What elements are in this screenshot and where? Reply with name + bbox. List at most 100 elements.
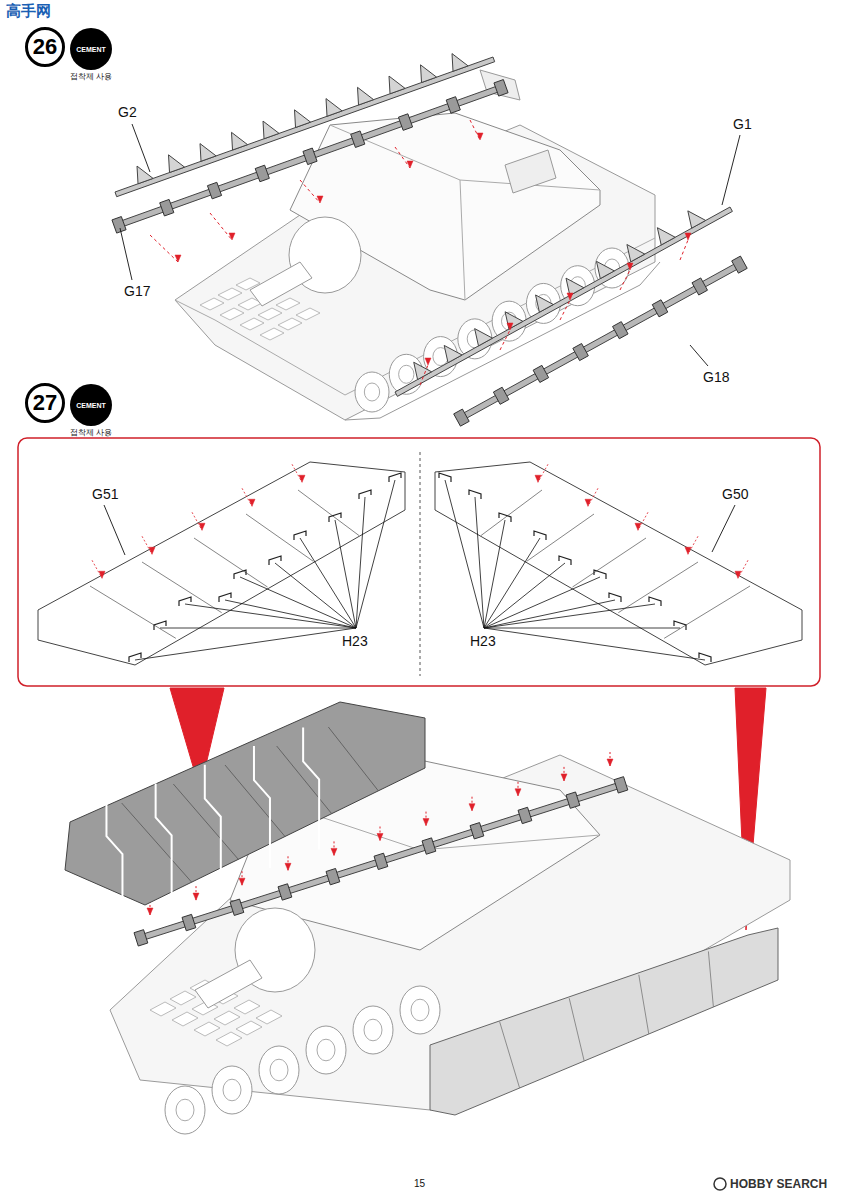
leader-line — [160, 628, 356, 629]
panel-division — [527, 514, 594, 561]
vent — [505, 150, 556, 193]
red-arrow — [535, 475, 541, 482]
alignment-line — [210, 213, 232, 240]
spare-track — [150, 1002, 176, 1016]
side-rail-g2 — [115, 57, 495, 197]
wheel-hub — [411, 999, 429, 1021]
side-rail-g2 — [137, 166, 153, 184]
rail-clamp — [422, 838, 436, 854]
alignment-line — [560, 300, 570, 320]
bracket-outline — [254, 746, 270, 868]
panel-division — [569, 998, 584, 1061]
panel-division — [639, 975, 649, 1034]
red-arrow — [147, 908, 153, 915]
side-rail-g1 — [596, 261, 614, 278]
wheel-hub — [176, 1099, 194, 1121]
spare-track — [194, 1022, 220, 1036]
red-arrow — [469, 804, 475, 811]
rail-clamp — [566, 792, 580, 808]
side-rail-g1 — [536, 295, 554, 312]
leader-line — [484, 600, 615, 628]
side-rail-g1 — [414, 362, 432, 379]
rail-clamp — [652, 300, 668, 317]
part-number: G18 — [703, 369, 729, 385]
spare-track — [260, 328, 284, 340]
leader-line — [120, 228, 132, 280]
side-rail-g1 — [444, 345, 462, 362]
red-arrow — [561, 774, 567, 781]
leader-line — [690, 345, 708, 366]
rail-clamp — [112, 217, 126, 234]
alignment-line — [538, 464, 548, 482]
red-arrow — [317, 196, 323, 203]
rail-clamp — [533, 365, 549, 382]
part-number: H23 — [342, 633, 368, 649]
red-arrow — [149, 547, 155, 554]
red-arrow — [567, 293, 573, 300]
leader-line — [712, 505, 735, 552]
detail-frame — [18, 438, 820, 686]
red-arrow — [239, 878, 245, 885]
road-wheel — [355, 372, 389, 412]
gun-barrel — [250, 262, 312, 306]
cement-icon: CEMENT접착제 사용 — [66, 28, 116, 82]
bracket-outline — [303, 727, 319, 849]
spare-track — [236, 1021, 262, 1035]
alignment-line — [680, 240, 688, 260]
bracket-h23 — [269, 556, 281, 565]
red-arrow — [193, 893, 199, 900]
road-wheel — [212, 1066, 252, 1114]
panel-division — [328, 727, 378, 791]
road-wheel — [165, 1086, 205, 1134]
panel-division — [618, 562, 698, 613]
divider — [420, 452, 421, 676]
cement-caption: 접착제 사용 — [70, 428, 112, 438]
leader-line — [484, 628, 680, 629]
rail-clamp — [278, 884, 292, 900]
red-arrow — [635, 523, 641, 530]
panel-division — [225, 765, 285, 837]
red-arrow — [299, 475, 305, 482]
leader-line — [104, 505, 125, 555]
side-rail-g2 — [200, 144, 216, 162]
wheel-hub — [270, 1059, 288, 1081]
leader-line — [445, 480, 484, 628]
panel-division — [277, 746, 332, 814]
panel-division — [246, 514, 313, 561]
rail-clamp — [255, 165, 269, 182]
bracket-h23 — [594, 570, 606, 579]
alignment-line — [192, 512, 202, 530]
rail-clamp — [613, 322, 629, 339]
panel-division — [90, 586, 176, 638]
side-rail-g2 — [169, 155, 185, 173]
part-number: H23 — [470, 633, 496, 649]
side-rail-g2 — [358, 87, 374, 105]
rail-clamp — [160, 199, 174, 216]
leader-line — [335, 520, 356, 628]
cement-label: CEMENT — [70, 28, 112, 70]
red-arrow — [685, 547, 691, 554]
red-arrow — [735, 571, 741, 578]
spare-track — [258, 308, 282, 320]
rail-clamp — [518, 807, 532, 823]
bracket-h23 — [129, 653, 141, 662]
spare-track — [278, 318, 302, 330]
leader-line — [356, 497, 365, 628]
panel-division — [500, 1022, 520, 1088]
side-rail-g1 — [505, 312, 523, 329]
wheel-hub — [399, 365, 414, 383]
track — [345, 262, 660, 420]
bracket-h23 — [559, 556, 571, 565]
alignment-line — [395, 147, 410, 168]
cement-label: CEMENT — [70, 384, 112, 426]
panel-division — [142, 562, 222, 613]
panel-division — [481, 490, 542, 536]
side-edge — [460, 180, 465, 300]
part-number: G51 — [92, 486, 118, 502]
leader-line — [132, 124, 150, 172]
side-rail-g1 — [395, 207, 732, 396]
rail-clamp — [182, 914, 196, 930]
alignment-line — [420, 365, 428, 385]
part-number: G50 — [722, 486, 748, 502]
side-rail-g2 — [326, 99, 342, 117]
